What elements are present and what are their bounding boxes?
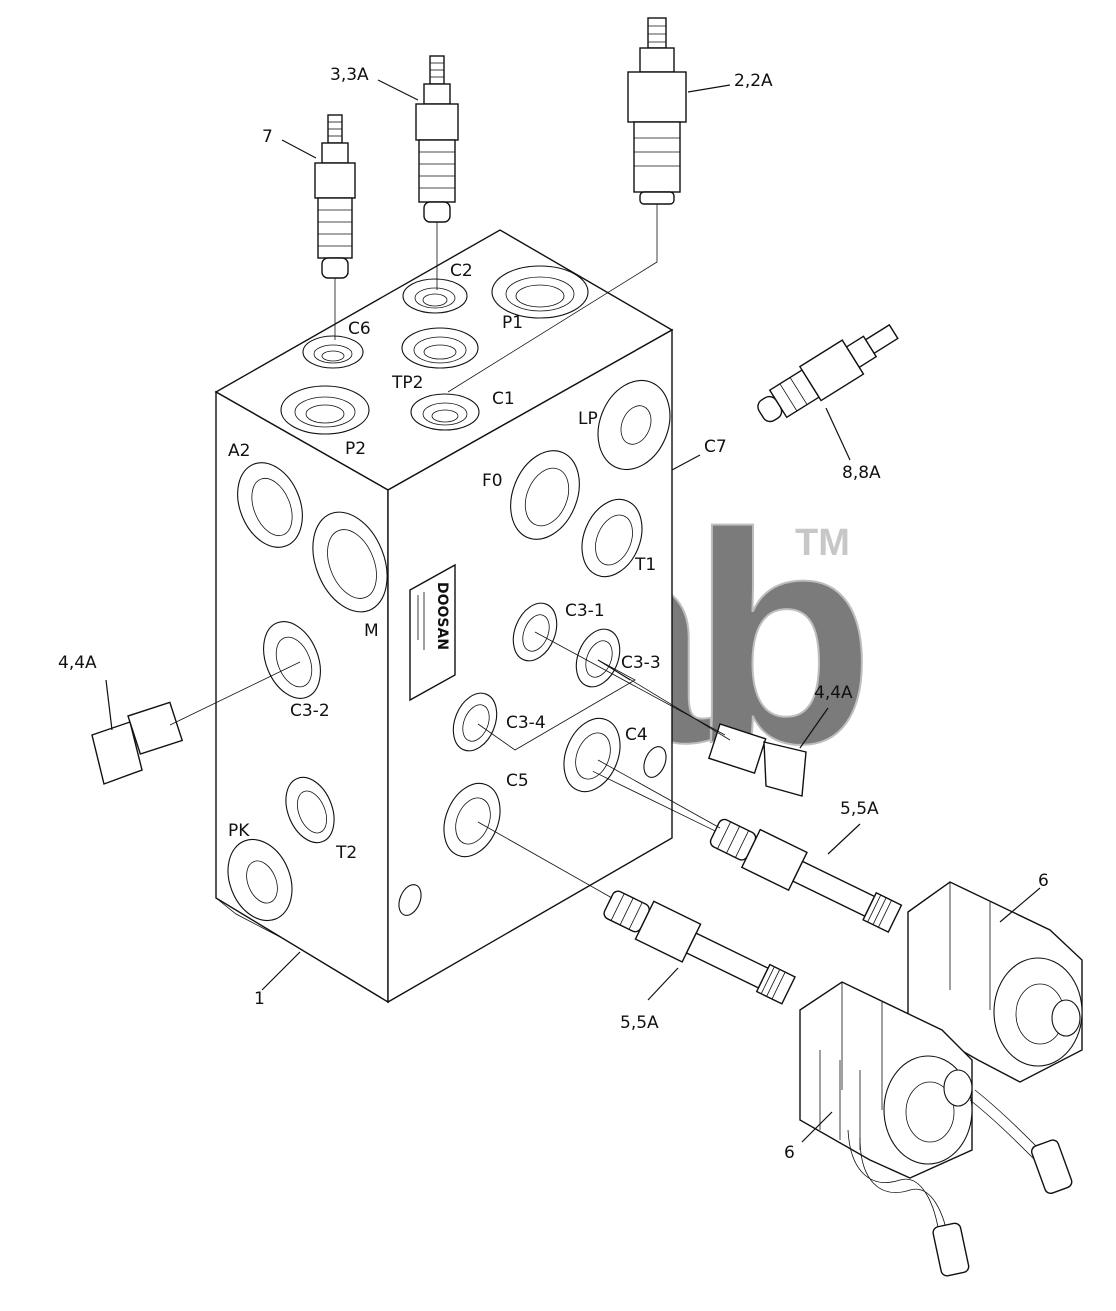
port-M bbox=[312, 511, 388, 613]
part-label-7: 7 bbox=[262, 127, 273, 147]
port-label-T2: T2 bbox=[335, 843, 357, 863]
leader-c4 bbox=[597, 759, 721, 829]
part-label-2: 2,2A bbox=[734, 71, 773, 91]
port-label-C7: C7 bbox=[704, 437, 727, 457]
cartridge-5-lower bbox=[603, 890, 796, 1005]
part-label-6-upper: 6 bbox=[1038, 871, 1049, 891]
part-label-3: 3,3A bbox=[330, 65, 369, 85]
port-label-C4: C4 bbox=[625, 725, 648, 745]
port-label-TP2: TP2 bbox=[391, 373, 423, 393]
port-P2 bbox=[280, 385, 370, 435]
port-A2 bbox=[237, 462, 303, 548]
port-label-C1: C1 bbox=[492, 389, 515, 409]
part-label-5-lower: 5,5A bbox=[620, 1013, 659, 1033]
cartridge-2 bbox=[447, 17, 687, 393]
part-label-5-upper: 5,5A bbox=[840, 799, 879, 819]
port-label-C5: C5 bbox=[506, 771, 529, 791]
port-label-C3-2: C3-2 bbox=[290, 701, 330, 721]
top-face-ports bbox=[280, 265, 589, 435]
port-C1 bbox=[410, 393, 480, 431]
port-label-T1: T1 bbox=[634, 555, 656, 575]
port-C5 bbox=[443, 782, 501, 858]
leader-lines bbox=[105, 79, 1041, 1143]
part-label-6-lower: 6 bbox=[784, 1143, 795, 1163]
leader-c3 bbox=[477, 659, 636, 751]
leader-c5 bbox=[477, 821, 613, 899]
plug-4-left bbox=[91, 661, 301, 785]
port-T2 bbox=[285, 776, 335, 844]
part-labels: 7 3,3A 2,2A 8,8A 4,4A 4,4A 5,5A 5,5A 6 6… bbox=[58, 65, 1049, 1163]
port-label-C3-3: C3-3 bbox=[621, 653, 661, 673]
port-label-LP: LP bbox=[578, 409, 598, 429]
coil-6-upper bbox=[907, 881, 1083, 1083]
port-C4 bbox=[563, 717, 621, 793]
nameplate-text: DOOSAN bbox=[434, 582, 450, 650]
port-label-C3-4: C3-4 bbox=[506, 713, 546, 733]
port-PK bbox=[227, 838, 293, 922]
port-F0 bbox=[510, 450, 580, 540]
port-C3-2 bbox=[263, 621, 321, 699]
cartridge-7 bbox=[314, 114, 356, 340]
port-T1 bbox=[581, 498, 643, 578]
port-C3-4 bbox=[452, 692, 498, 752]
cartridge-3 bbox=[415, 55, 459, 290]
port-label-P2: P2 bbox=[345, 439, 366, 459]
port-label-M: M bbox=[364, 621, 379, 641]
port-label-C6: C6 bbox=[348, 319, 371, 339]
part-label-8: 8,8A bbox=[842, 463, 881, 483]
plug-4-right bbox=[534, 631, 807, 797]
port-label-C3-1: C3-1 bbox=[565, 601, 605, 621]
mounting-hole bbox=[643, 746, 667, 778]
port-P1 bbox=[491, 265, 589, 319]
nameplate: DOOSAN bbox=[409, 563, 456, 702]
cartridge-8 bbox=[757, 323, 899, 423]
valve-block: DOOSAN bbox=[214, 229, 674, 1004]
part-label-4-right: 4,4A bbox=[814, 683, 853, 703]
port-label-A2: A2 bbox=[228, 441, 250, 461]
port-label-C2: C2 bbox=[450, 261, 473, 281]
cartridge-5-upper bbox=[592, 770, 903, 934]
port-label-P1: P1 bbox=[502, 313, 523, 333]
part-label-4-left: 4,4A bbox=[58, 653, 97, 673]
port-LP bbox=[597, 379, 671, 471]
port-labels: C2 C6 P1 TP2 C1 P2 A2 LP C7 F0 T1 M C3-1… bbox=[228, 261, 727, 863]
port-label-F0: F0 bbox=[482, 471, 503, 491]
port-TP2 bbox=[401, 327, 479, 369]
coil-6-lower bbox=[799, 981, 1073, 1277]
watermark-tm: TM bbox=[795, 522, 850, 564]
left-face-ports: DOOSAN bbox=[227, 462, 456, 922]
port-label-PK: PK bbox=[228, 821, 250, 841]
mounting-hole bbox=[398, 884, 422, 916]
port-C2 bbox=[402, 278, 468, 314]
port-C6 bbox=[302, 335, 364, 369]
part-label-1: 1 bbox=[254, 989, 265, 1009]
